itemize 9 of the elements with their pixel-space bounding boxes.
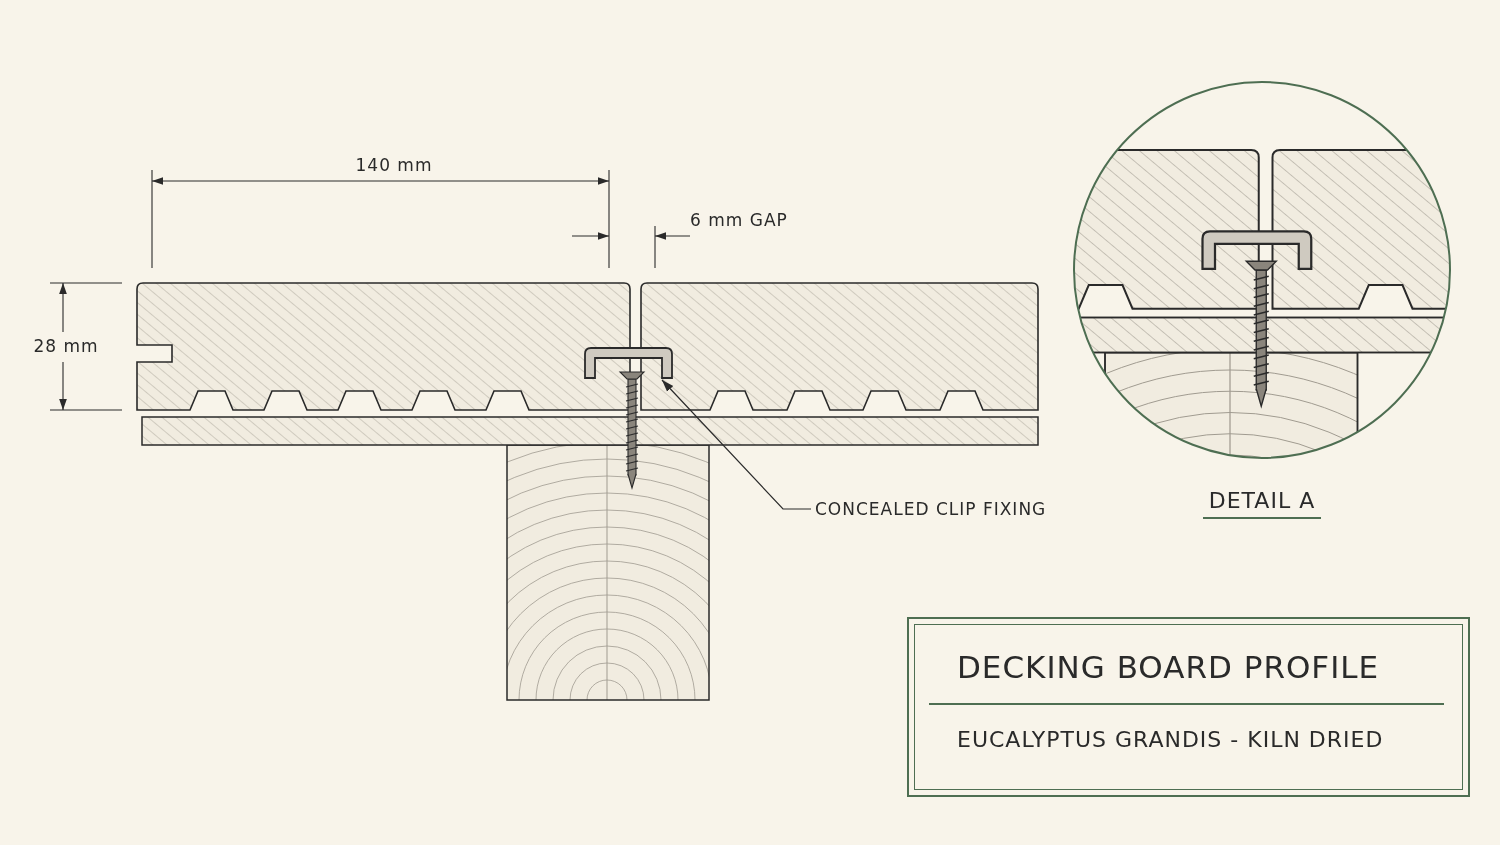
leader-line <box>661 379 812 510</box>
detail-heading: DETAIL A <box>1202 488 1322 519</box>
subtitle-text: EUCALYPTUS GRANDIS - KILN DRIED <box>957 727 1384 752</box>
callout-label: CONCEALED CLIP FIXING <box>815 499 1047 519</box>
clip-fixing <box>584 347 673 379</box>
dimension-label: 28 mm <box>33 336 99 356</box>
dimension-label: 6 mm GAP <box>690 210 788 230</box>
dimension-label: 140 mm <box>355 155 433 175</box>
title-text: DECKING BOARD PROFILE <box>957 649 1380 685</box>
